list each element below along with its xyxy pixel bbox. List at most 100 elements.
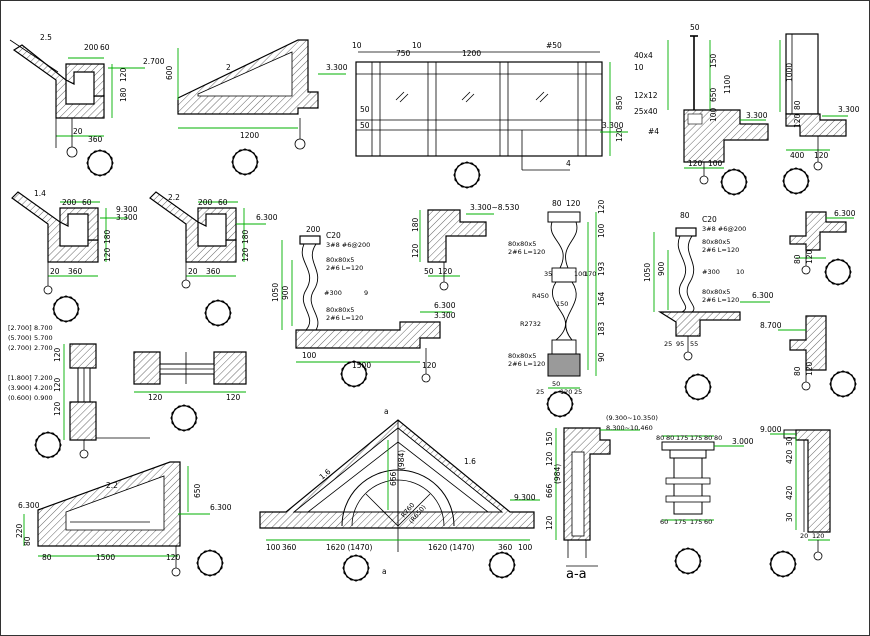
dim-label: 20 (50, 267, 60, 276)
dim-label: 120 (241, 247, 250, 262)
detail-wall-19: 9.000 420 420 30 30 20 120 (760, 425, 831, 578)
level-label: 9.000 (760, 425, 782, 434)
dim-label: 120 (615, 127, 624, 142)
radius-label: R2732 (520, 320, 541, 328)
dim-label: 80 (42, 553, 52, 562)
dim-label: 100 (518, 543, 533, 552)
anchor-label: 80x80x5 (702, 238, 730, 246)
level-label: 6.300 (834, 209, 856, 218)
detail-cornice-9: 180 120 3.300~8.530 50 120 (411, 203, 519, 291)
dim-label: 150 (709, 53, 718, 68)
detail-symbol-octagon (829, 370, 857, 398)
dim-label: 1000 (785, 63, 794, 82)
dim-label: 80 (714, 434, 722, 442)
detail-ledge-12: 6.300 80 120 8.700 80 120 (760, 209, 857, 398)
dim-label: 50 (360, 121, 370, 130)
dim-label: 175 (690, 434, 702, 442)
dim-label: 1620 (1470) (326, 543, 372, 552)
dim-label: 80 (666, 434, 674, 442)
dim-label: 120 (688, 159, 703, 168)
detail-symbol-octagon (453, 161, 481, 189)
dim-label: 10 (634, 63, 644, 72)
detail-pediment-16: a 1.6 1.6 666 (984) 9.300 100 360 1620 (… (259, 407, 540, 582)
dim-label: 1200 (462, 49, 481, 58)
detail-symbol-octagon (34, 431, 62, 459)
level-label: 2.700 (34, 344, 53, 352)
anchor-label: 80x80x5 (326, 256, 354, 264)
dim-label: 220 (15, 523, 24, 538)
dim-label: 40x4 (634, 51, 653, 60)
level-label: 2.700 (143, 57, 165, 66)
dim-label: (984) (397, 450, 406, 470)
dim-label: C20 (326, 231, 341, 240)
anchor-label: 2#6 L=120 (508, 360, 545, 368)
dim-label: 420 (785, 485, 794, 500)
rebar-label: 3#8 #6@200 (702, 225, 746, 233)
anchor-label: 2#6 L=120 (702, 246, 739, 254)
dim-label: 120 (793, 113, 802, 128)
dim-label: 2.5 (40, 33, 52, 42)
level-label: 3.300 (746, 111, 768, 120)
dim-label: 30 (785, 512, 794, 522)
dim-label: 25x40 (634, 107, 658, 116)
dim-label: 180 (241, 229, 250, 244)
dim-label: 80 (552, 199, 562, 208)
detail-head-14: 120 120 (133, 351, 247, 432)
level-label: 4.200 (34, 384, 53, 392)
dim-label: 1620 (1470) (428, 543, 474, 552)
dim-label: 120 (53, 401, 62, 416)
level-label: [1.800] (8, 374, 32, 382)
dim-label: 10 (352, 41, 362, 50)
anchor-label: 2#6 L=120 (702, 296, 739, 304)
dim-label: 150 (556, 300, 568, 308)
level-label: 3.300 (602, 121, 624, 130)
detail-symbol-octagon (684, 373, 712, 401)
level-label: 6.300 (752, 291, 774, 300)
dim-label: 4 (566, 159, 571, 168)
anchor-label: 80x80x5 (508, 352, 536, 360)
dim-label: 850 (615, 95, 624, 110)
section-title: a-a (566, 567, 587, 582)
dim-label: 1.4 (34, 189, 46, 198)
dim-label: 120 (560, 388, 572, 396)
dim-label: 25 (536, 388, 544, 396)
dim-label: 1500 (96, 553, 115, 562)
dim-label: 95 (676, 340, 684, 348)
dim-label: 60 (100, 43, 110, 52)
dim-label: 100 (597, 223, 606, 238)
dim-label: 200 (84, 43, 99, 52)
level-label: 9.300 (514, 493, 536, 502)
dim-label: 360 (88, 135, 103, 144)
anchor-label: 2#6 L=120 (326, 314, 363, 322)
dim-label: 12x12 (634, 91, 658, 100)
detail-balustrade-8: 200 C20 3#8 #6@200 80x80x5 2#6 L=120 105… (271, 225, 456, 388)
level-label: 3.300 (326, 63, 348, 72)
dim-label: 120 (53, 377, 62, 392)
dim-label: 650 (709, 87, 718, 102)
dim-label: 60 (82, 198, 92, 207)
dim-label: 35 (544, 270, 552, 278)
radius-label: R450 (532, 292, 549, 300)
dim-label: 60 (218, 198, 228, 207)
dim-label: (984) (553, 464, 562, 484)
detail-railing-4: 50 40x4 10 150 12x12 650 1100 25x40 #4 1… (634, 23, 769, 196)
level-label: 3.000 (732, 437, 754, 446)
level-label: (0.600) (8, 394, 32, 402)
dim-label: 666 (389, 471, 398, 486)
dim-label: 360 (282, 543, 297, 552)
dim-label: 50 (424, 267, 434, 276)
detail-balustrade-11: 80 C20 3#8 #6@200 80x80x5 2#6 L=120 1050… (643, 211, 774, 401)
level-label: (3.900) (8, 384, 32, 392)
dim-label: 2 (226, 63, 231, 72)
dim-label: 360 (68, 267, 83, 276)
dim-label: 180 (103, 229, 112, 244)
detail-symbol-octagon (674, 547, 702, 575)
level-label: (5.700) (8, 334, 32, 342)
detail-eave-1: 2.5 200 60 120 180 2.700 20 360 (9, 33, 165, 177)
dim-label: 80 (793, 100, 802, 110)
dim-label: 183 (597, 321, 606, 336)
dim-label: C20 (702, 215, 717, 224)
dim-label: 120 (411, 243, 420, 258)
dim-label: 600 (165, 65, 174, 80)
